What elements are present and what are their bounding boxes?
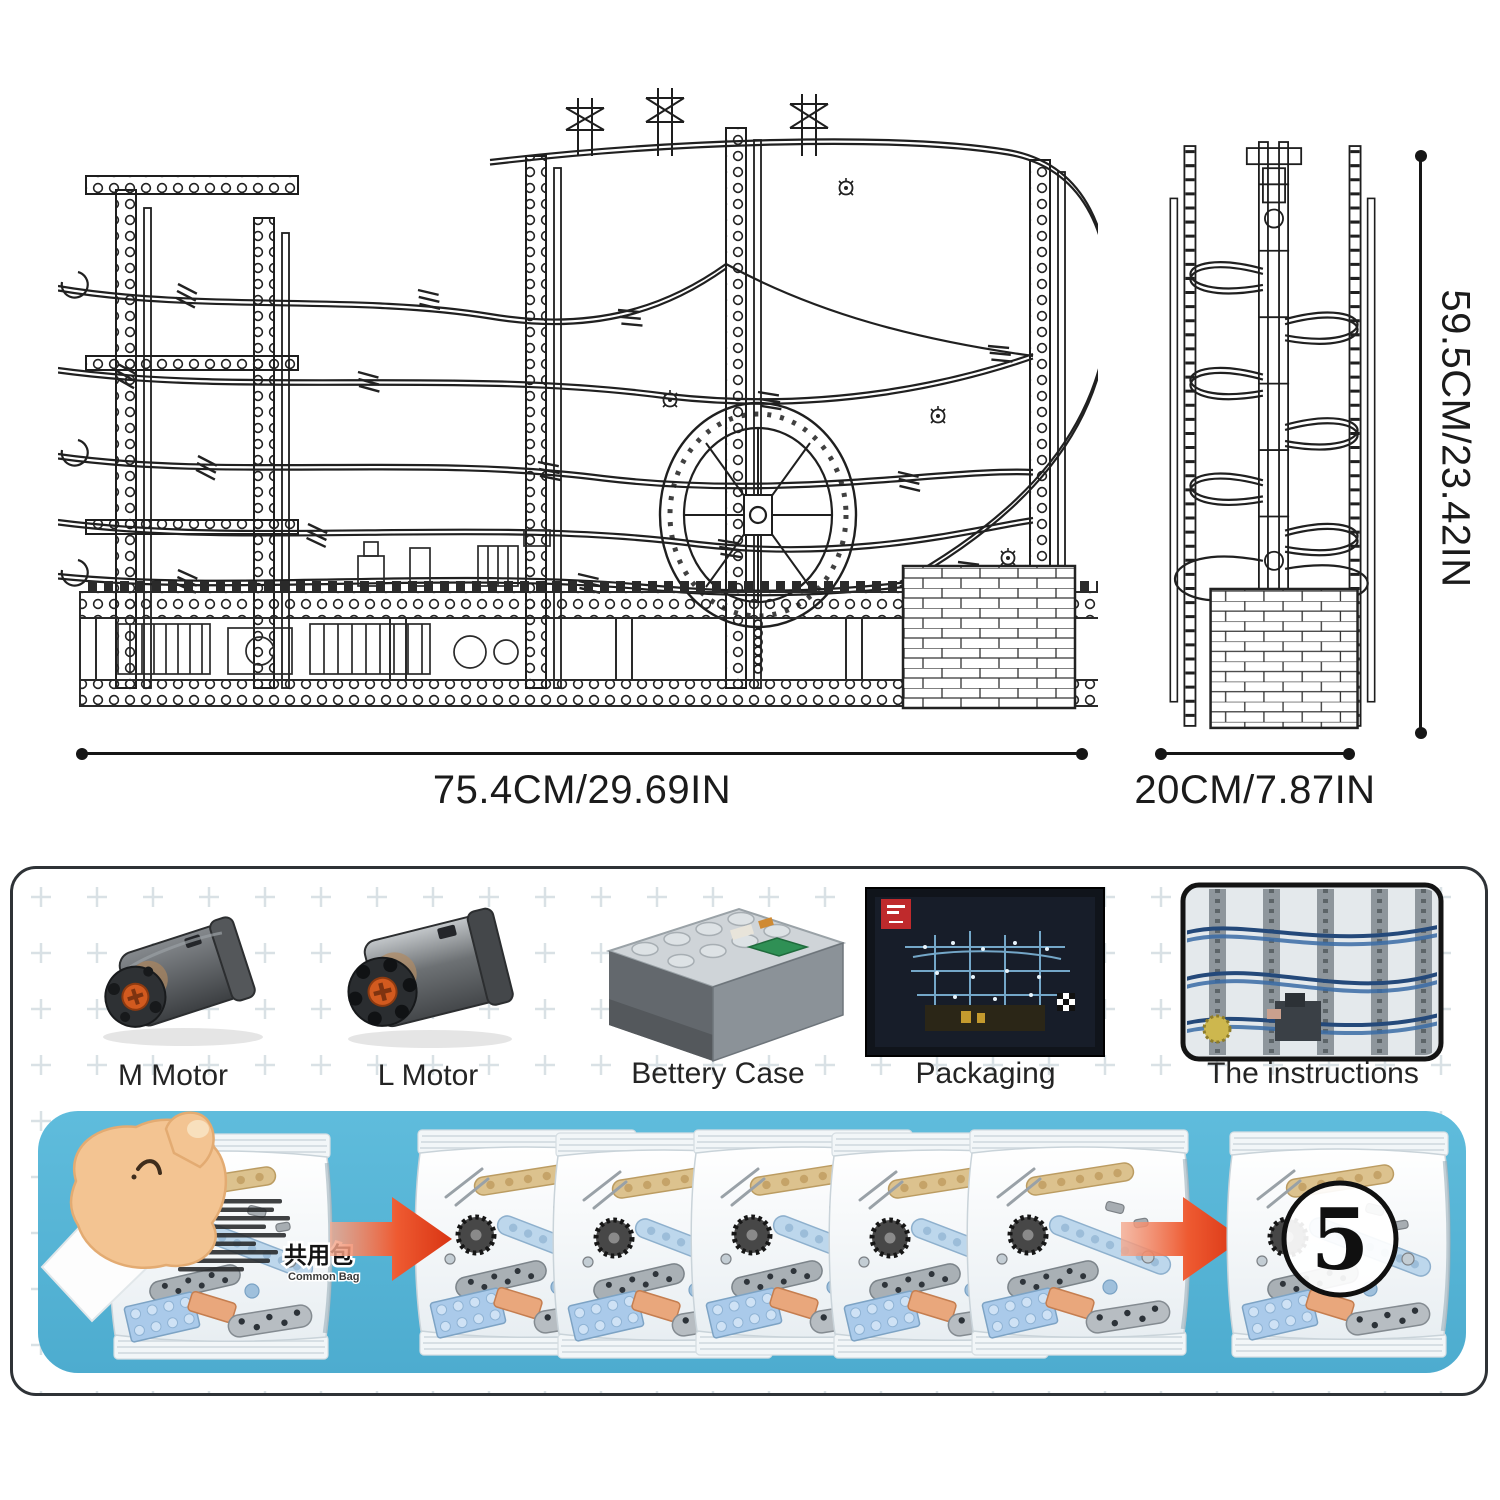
brick-wall-block (901, 564, 1077, 710)
bag-number: 5 (1311, 1190, 1369, 1289)
side-brick-base (1209, 587, 1359, 730)
bag-number-circle (1281, 1180, 1399, 1298)
height-dimension-line (1414, 150, 1427, 739)
item-label-instructions: The instructions (1207, 1057, 1419, 1090)
front-view-diagram (58, 88, 1098, 710)
top-track-supports (565, 88, 829, 156)
side-view-diagram (1169, 141, 1376, 730)
common-bag-label-en-2: Common Bag (288, 1271, 360, 1283)
hand-pointer-illustration (40, 1111, 227, 1323)
side-width-dimension-line (1155, 747, 1355, 760)
height-dimension-label: 59.5CM/23.42IN (1433, 289, 1478, 588)
dimension-diagram-section: 75.4CM/29.69IN 20CM/7.87IN 59.5CM/23.42I… (58, 88, 1478, 812)
lift-wheel (658, 401, 858, 674)
spiral-track (1173, 261, 1369, 602)
front-width-dimension-line (76, 747, 1088, 760)
part-bags-illustration: 共用包 Common Bag 共用包 Common Bag (40, 1111, 1466, 1373)
l-motor-photo (347, 907, 514, 1048)
included-parts-panel: M Motor L Motor (10, 866, 1488, 1396)
item-label-battery-case: Bettery Case (631, 1057, 805, 1090)
part-bags-banner: 共用包 Common Bag 共用包 Common Bag (38, 1111, 1466, 1373)
side-width-dimension-label: 20CM/7.87IN (1134, 768, 1376, 812)
instructions-photo (1180, 882, 1444, 1062)
final-numbered-bag: 5 (1227, 1132, 1449, 1357)
item-label-packaging: Packaging (915, 1057, 1056, 1090)
item-label-m-motor: M Motor (117, 1059, 228, 1092)
m-motor-photo (103, 916, 263, 1046)
battery-case-photo (605, 907, 847, 1063)
packaging-box-photo (865, 887, 1105, 1057)
front-width-dimension-label: 75.4CM/29.69IN (432, 768, 732, 812)
numbered-part-bags (415, 1130, 1189, 1358)
item-label-l-motor: L Motor (377, 1059, 479, 1092)
